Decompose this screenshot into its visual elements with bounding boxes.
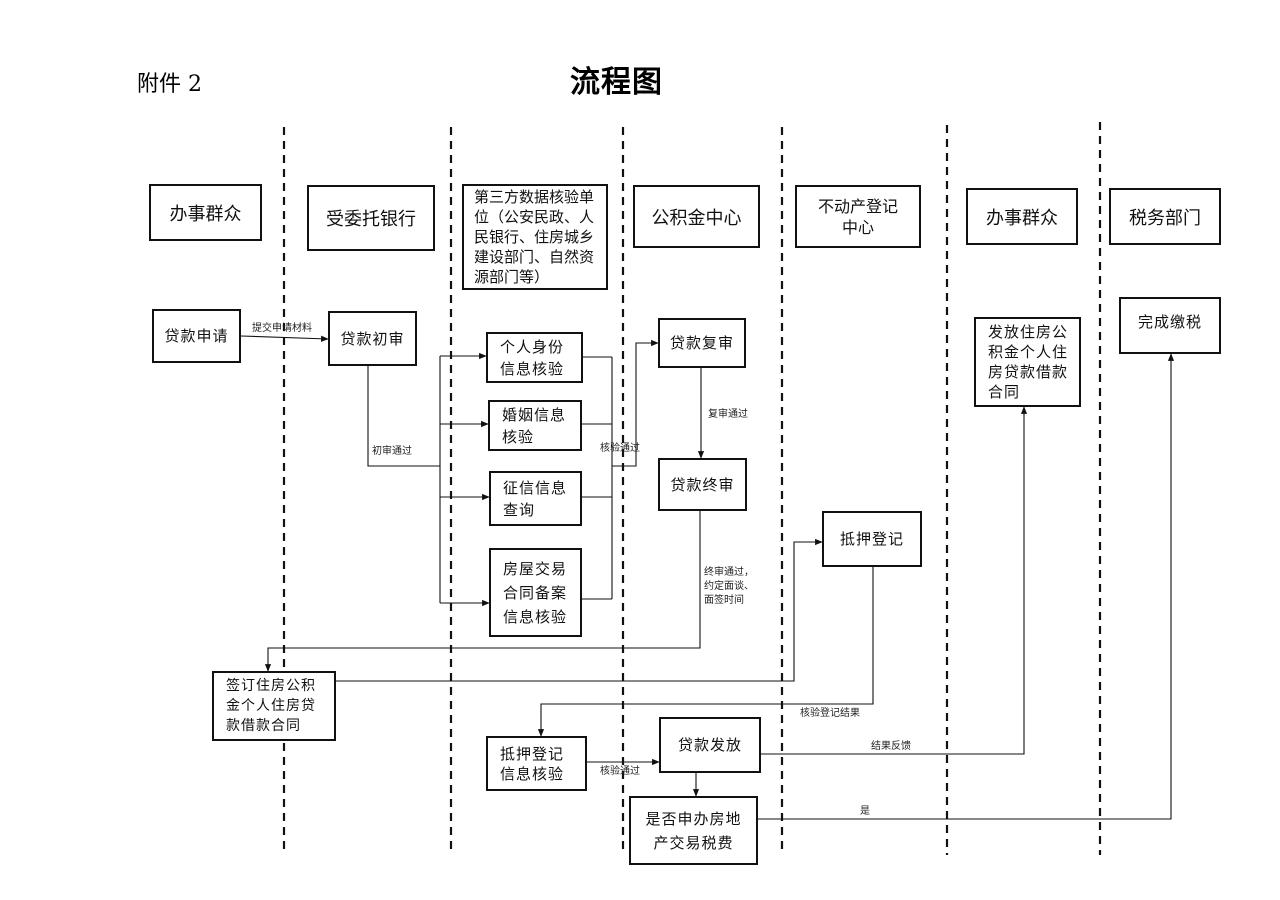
step-loan-application: 贷款申请 (152, 309, 241, 363)
lane-header-fund-center: 公积金中心 (633, 185, 760, 248)
label-check-pass: 核验通过 (600, 443, 640, 454)
edge-yes (758, 353, 1175, 820)
edge-feedback (761, 406, 1028, 755)
step-loan-disbursement: 贷款发放 (659, 717, 761, 773)
step-house-contract-check: 房屋交易合同备案信息核验 (489, 548, 582, 637)
step-initial-review: 贷款初审 (328, 311, 417, 366)
step-credit-check: 征信信息查询 (489, 471, 582, 526)
lane-header-bank: 受委托银行 (307, 185, 435, 251)
lane-header-applicant-2: 办事群众 (966, 188, 1078, 245)
lane-header-applicant: 办事群众 (149, 184, 262, 241)
step-issue-loan-contract: 发放住房公积金个人住房贷款借款合同 (974, 317, 1081, 407)
label-yes: 是 (860, 806, 870, 817)
edge-contract-to-mortgage (336, 538, 823, 682)
label-check-pass-2: 核验通过 (600, 766, 640, 777)
step-marriage-check: 婚姻信息核验 (488, 400, 582, 451)
step-mortgage-info-check: 抵押登记信息核验 (486, 736, 587, 791)
label-submit-materials: 提交申请材料 (252, 323, 312, 334)
label-second-pass: 复审通过 (708, 409, 748, 420)
edge-final-pass (264, 511, 701, 672)
edge-check-pass (612, 339, 659, 467)
lane-header-property-registry: 不动产登记中心 (795, 185, 921, 248)
step-sign-loan-contract: 签订住房公积金个人住房贷款借款合同 (212, 671, 336, 741)
step-id-check: 个人身份信息核验 (486, 332, 583, 383)
step-tax-question: 是否申办房地产交易税费 (629, 796, 758, 865)
edge-mortgage-result (537, 567, 874, 737)
label-final-pass: 终审通过， 约定面谈、 面签时间 (704, 567, 754, 606)
lane-header-tax: 税务部门 (1109, 188, 1221, 245)
step-second-review: 贷款复审 (658, 318, 746, 368)
label-result-feedback: 结果反馈 (871, 741, 911, 752)
step-final-review: 贷款终审 (658, 458, 747, 511)
label-registration-result: 核验登记结果 (800, 708, 860, 719)
step-tax-completed: 完成缴税 (1119, 297, 1221, 354)
edge-apply-to-initial (240, 335, 329, 342)
lane-header-third-party: 第三方数据核验单位（公安民政、人民银行、住房城乡建设部门、自然资源部门等） (462, 184, 608, 290)
page-title: 流程图 (570, 65, 663, 100)
edge-initial-pass (367, 366, 440, 467)
annex-label: 附件 2 (137, 72, 202, 97)
label-initial-pass: 初审通过 (372, 446, 412, 457)
step-mortgage-registration: 抵押登记 (822, 511, 922, 567)
